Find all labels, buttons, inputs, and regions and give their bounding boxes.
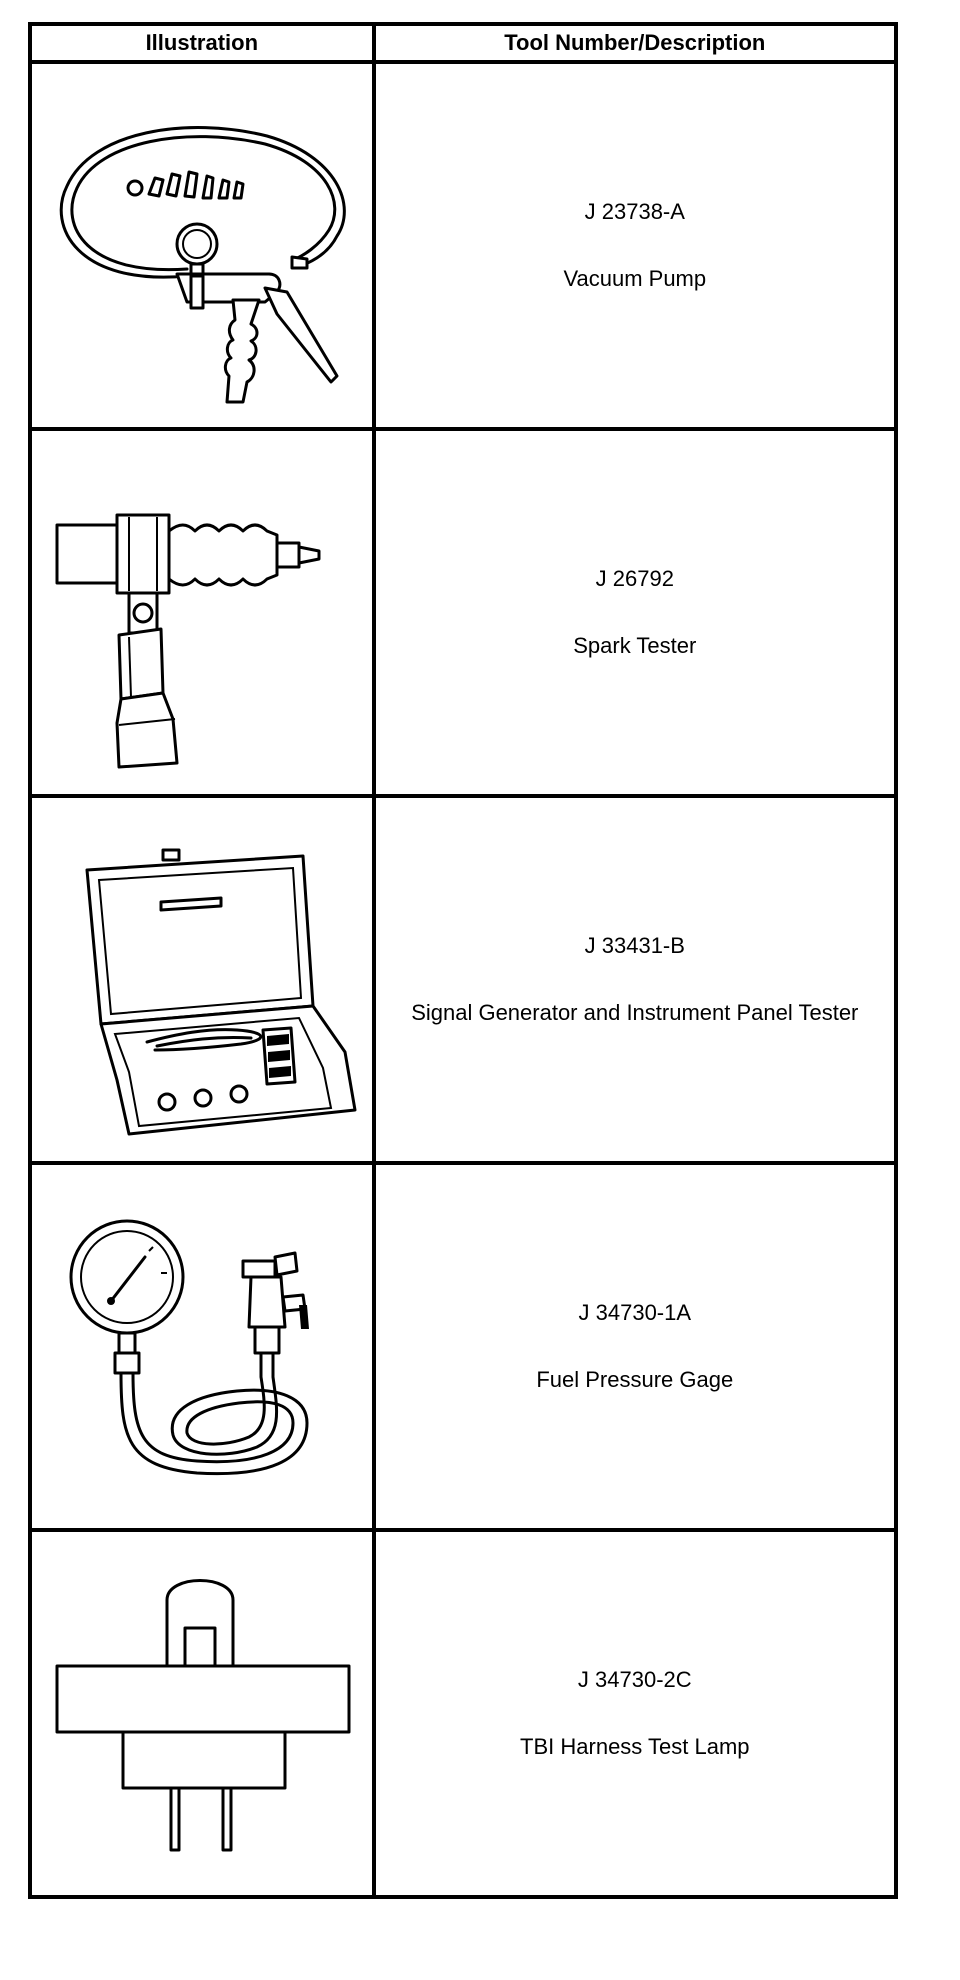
description-cell: J 34730-2C TBI Harness Test Lamp: [371, 1528, 899, 1899]
table-row: J 33431-B Signal Generator and Instrumen…: [28, 794, 899, 1165]
illustration-cell: [28, 427, 376, 798]
illustration-cell: [28, 1528, 376, 1899]
description-cell: J 26792 Spark Tester: [371, 427, 899, 798]
tool-description: Fuel Pressure Gage: [536, 1366, 734, 1392]
vacuum-pump-icon: [59, 125, 346, 403]
description-cell: J 34730-1A Fuel Pressure Gage: [371, 1161, 899, 1532]
header-illustration: Illustration: [28, 22, 376, 64]
tool-number: J 34730-2C: [577, 1667, 692, 1693]
header-row: Illustration Tool Number/Description: [28, 22, 899, 64]
tool-table: Illustration Tool Number/Description: [28, 22, 899, 1899]
tool-description: TBI Harness Test Lamp: [520, 1733, 750, 1759]
table-row: J 34730-2C TBI Harness Test Lamp: [28, 1528, 899, 1899]
tool-description: Spark Tester: [573, 632, 697, 658]
test-lamp-icon: [55, 1578, 351, 1851]
tool-number: J 34730-1A: [578, 1300, 692, 1326]
header-tool-number-description: Tool Number/Description: [371, 22, 899, 64]
illustration-cell: [28, 794, 376, 1165]
tool-number: J 23738-A: [584, 199, 685, 225]
description-cell: J 23738-A Vacuum Pump: [371, 60, 899, 431]
fuel-pressure-gage-icon: [69, 1219, 309, 1475]
tool-number: J 33431-B: [584, 933, 685, 959]
spark-tester-icon: [55, 513, 321, 768]
illustration-cell: [28, 1161, 376, 1532]
description-cell: J 33431-B Signal Generator and Instrumen…: [371, 794, 899, 1165]
tool-number: J 26792: [595, 566, 674, 592]
tool-description: Signal Generator and Instrument Panel Te…: [411, 999, 859, 1025]
signal-generator-case-icon: [85, 848, 357, 1135]
table-row: J 23738-A Vacuum Pump: [28, 60, 899, 431]
tool-description: Vacuum Pump: [563, 265, 707, 291]
table-row: J 34730-1A Fuel Pressure Gage: [28, 1161, 899, 1532]
illustration-cell: [28, 60, 376, 431]
table-row: J 26792 Spark Tester: [28, 427, 899, 798]
